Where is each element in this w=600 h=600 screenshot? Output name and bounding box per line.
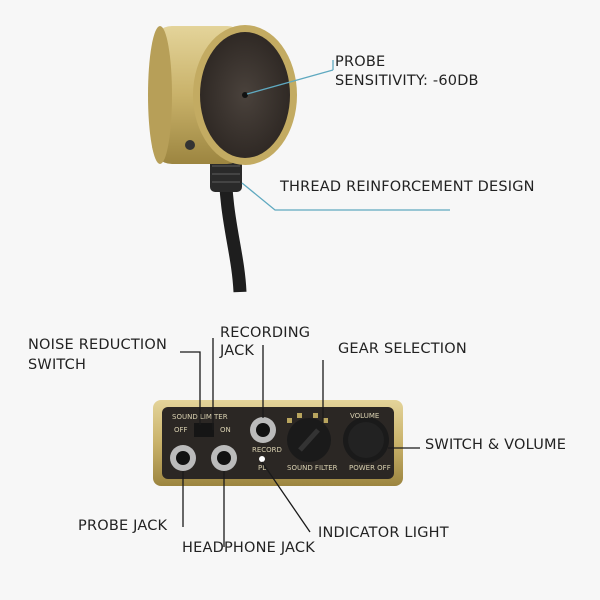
recording-jack-label: RECORDING [220, 325, 311, 341]
noise-reduction-label-2: SWITCH [28, 357, 87, 373]
volume-knob [343, 417, 389, 463]
indicator-light [259, 456, 265, 462]
noise-reduction-label: NOISE REDUCTION [28, 337, 168, 353]
gear-knob [287, 418, 331, 462]
headphone-jack-label: HEADPHONE JACK [182, 540, 315, 556]
on-print: ON [220, 426, 231, 434]
pl-print: PL [258, 464, 266, 472]
indicator-light-label: INDICATOR LIGHT [318, 525, 449, 541]
headphone-jack [211, 445, 237, 471]
volume-print: VOLUME [350, 412, 379, 420]
sound-filter-print: SOUND FILTER [287, 464, 338, 472]
switch-volume-label: SWITCH & VOLUME [425, 437, 567, 453]
probe-jack [170, 445, 196, 471]
probe-jack-label: PROBE JACK [78, 518, 168, 534]
detector-unit: SOUND LIMITER OFF ON RECORD PL SOUND FIL… [153, 400, 403, 486]
probe-label: PROBE [335, 54, 386, 70]
thread-label: THREAD REINFORCEMENT DESIGN [280, 179, 535, 195]
leader-lines [180, 60, 450, 547]
recording-jack [250, 417, 276, 443]
recording-jack-label-2: JACK [220, 343, 255, 359]
gear-selection-label: GEAR SELECTION [338, 341, 467, 357]
gear-marks [287, 413, 328, 423]
sensitivity-label: SENSITIVITY: -60DB [335, 73, 479, 89]
probe-head [148, 25, 297, 165]
record-print: RECORD [252, 446, 282, 454]
probe-cable [210, 158, 247, 293]
off-print: OFF [174, 426, 188, 434]
power-off-print: POWER OFF [349, 464, 391, 472]
